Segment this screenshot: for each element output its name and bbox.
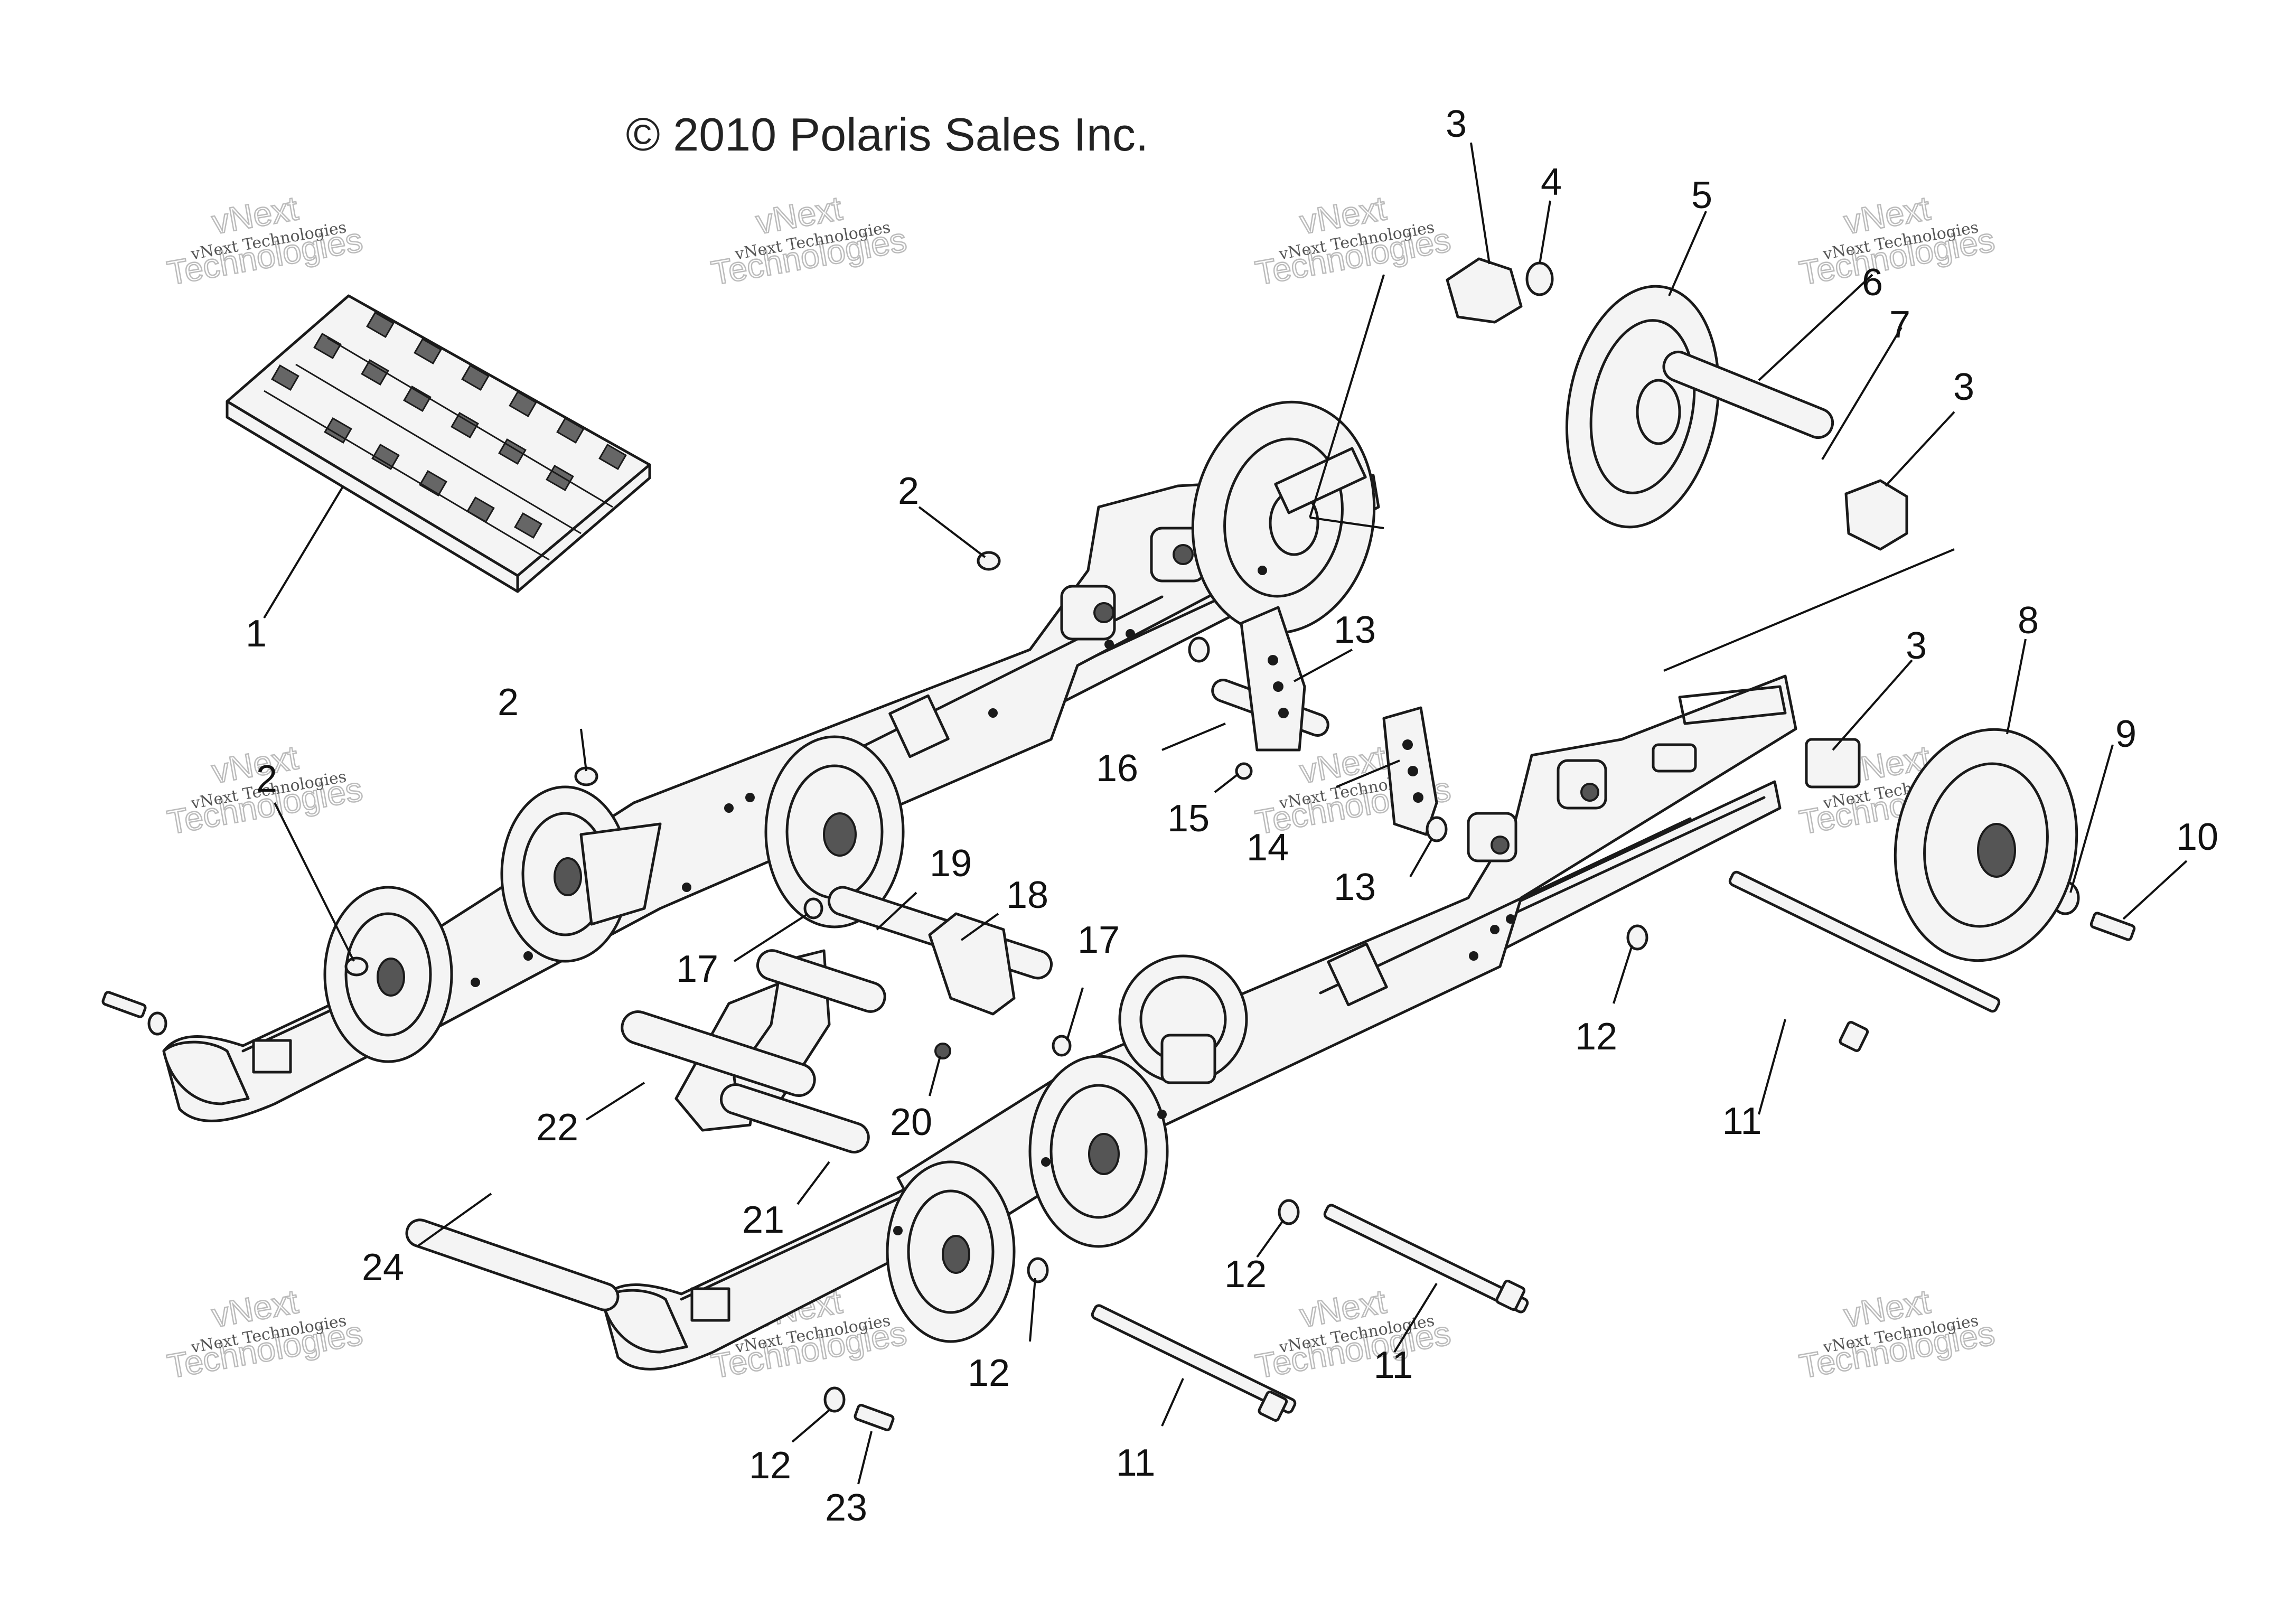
- callout-13: 13: [1334, 866, 1376, 908]
- copyright-text: © 2010 Polaris Sales Inc.: [626, 108, 1148, 161]
- front-torque-arm: [621, 886, 1053, 1153]
- left-rail: [162, 400, 1380, 1122]
- callout-9: 9: [2115, 713, 2136, 755]
- callout-12: 12: [1224, 1253, 1267, 1296]
- callout-12: 12: [968, 1352, 1010, 1394]
- callout-22: 22: [536, 1106, 578, 1149]
- callout-3: 3: [1906, 625, 1927, 667]
- callout-11: 11: [1374, 1344, 1413, 1386]
- callouts: 1 2 2 2 3 3 3 4 5 6 7 8 9 10 11 11 11 12…: [246, 103, 2218, 1529]
- rear-axle-assembly: [1446, 257, 2078, 962]
- callout-17: 17: [1077, 919, 1120, 961]
- callout-21: 21: [742, 1199, 784, 1241]
- callout-1: 1: [246, 613, 267, 655]
- callout-15: 15: [1167, 798, 1210, 840]
- shafts-and-bolts: [101, 606, 2136, 1431]
- callout-5: 5: [1691, 174, 1712, 217]
- callout-11: 11: [1116, 1442, 1156, 1484]
- callout-8: 8: [2018, 599, 2039, 642]
- callout-18: 18: [1006, 874, 1048, 916]
- callout-17: 17: [676, 948, 718, 990]
- callout-3: 3: [1446, 103, 1467, 145]
- callout-12: 12: [749, 1444, 791, 1487]
- callout-11: 11: [1722, 1100, 1762, 1142]
- callout-2: 2: [498, 681, 519, 724]
- washers-nuts: [147, 551, 2080, 1413]
- right-rail: [601, 674, 1797, 1371]
- callout-13: 13: [1334, 609, 1376, 651]
- callout-3: 3: [1953, 366, 1974, 408]
- callout-2: 2: [898, 470, 919, 512]
- callout-4: 4: [1541, 161, 1562, 203]
- track-part: [226, 294, 651, 593]
- callout-12: 12: [1575, 1016, 1617, 1058]
- callout-2: 2: [256, 758, 277, 800]
- leader-lines: [263, 142, 2188, 1485]
- callout-6: 6: [1862, 261, 1883, 304]
- callout-23: 23: [825, 1487, 867, 1529]
- callout-24: 24: [362, 1246, 404, 1289]
- callout-16: 16: [1096, 747, 1138, 790]
- callout-14: 14: [1247, 827, 1289, 869]
- callout-7: 7: [1889, 304, 1910, 346]
- callout-19: 19: [930, 842, 972, 885]
- callout-20: 20: [890, 1101, 932, 1143]
- callout-10: 10: [2176, 816, 2218, 858]
